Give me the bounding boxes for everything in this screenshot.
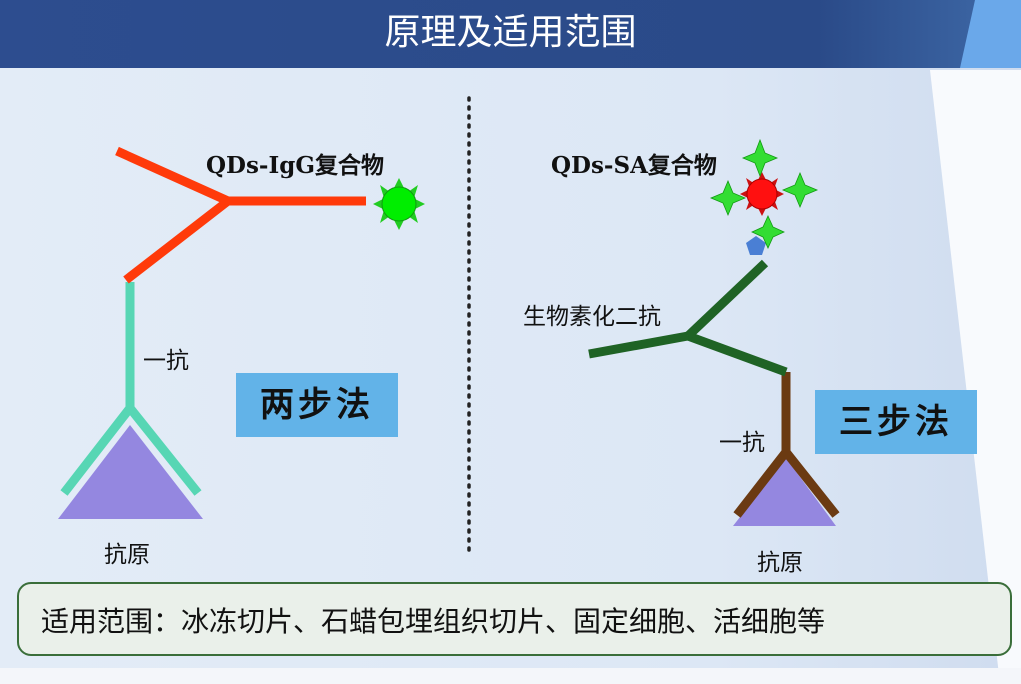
red-quantum-dot-icon — [740, 172, 784, 216]
left-igg-antibody — [115, 146, 366, 284]
right-secondary-antibody — [588, 259, 788, 377]
left-complex-label: QDs-IgG复合物 — [206, 152, 384, 179]
biotin-icon — [746, 236, 766, 255]
left-primary-antibody-label: 一抗 — [143, 348, 189, 374]
slide-title: 原理及适用范围 — [384, 12, 637, 53]
star-icon — [751, 215, 785, 249]
right-primary-antibody-label: 一抗 — [719, 430, 765, 456]
green-quantum-dot-icon — [373, 178, 425, 230]
two-step-method-label: 两步法 — [236, 373, 398, 437]
left-antigen-label: 抗原 — [104, 542, 150, 568]
star-icon — [709, 179, 747, 217]
star-icon — [741, 138, 779, 178]
star-icon — [781, 171, 819, 209]
left-antigen-triangle — [58, 425, 203, 519]
left-antigen-group — [58, 282, 203, 519]
secondary-antibody-label: 生物素化二抗 — [523, 304, 661, 330]
right-antigen-label: 抗原 — [757, 550, 803, 576]
scope-text: 适用范围：冰冻切片、石蜡包埋组织切片、固定细胞、活细胞等 — [41, 605, 826, 638]
right-antigen-group — [733, 372, 840, 526]
right-complex-label: QDs-SA复合物 — [551, 152, 717, 179]
right-antigen-triangle — [733, 458, 836, 526]
streptavidin-star-icons — [709, 138, 819, 249]
three-step-method-label: 三步法 — [815, 390, 977, 454]
scope-box: 适用范围：冰冻切片、石蜡包埋组织切片、固定细胞、活细胞等 — [17, 582, 1012, 656]
title-bar: 原理及适用范围 — [0, 0, 1021, 68]
